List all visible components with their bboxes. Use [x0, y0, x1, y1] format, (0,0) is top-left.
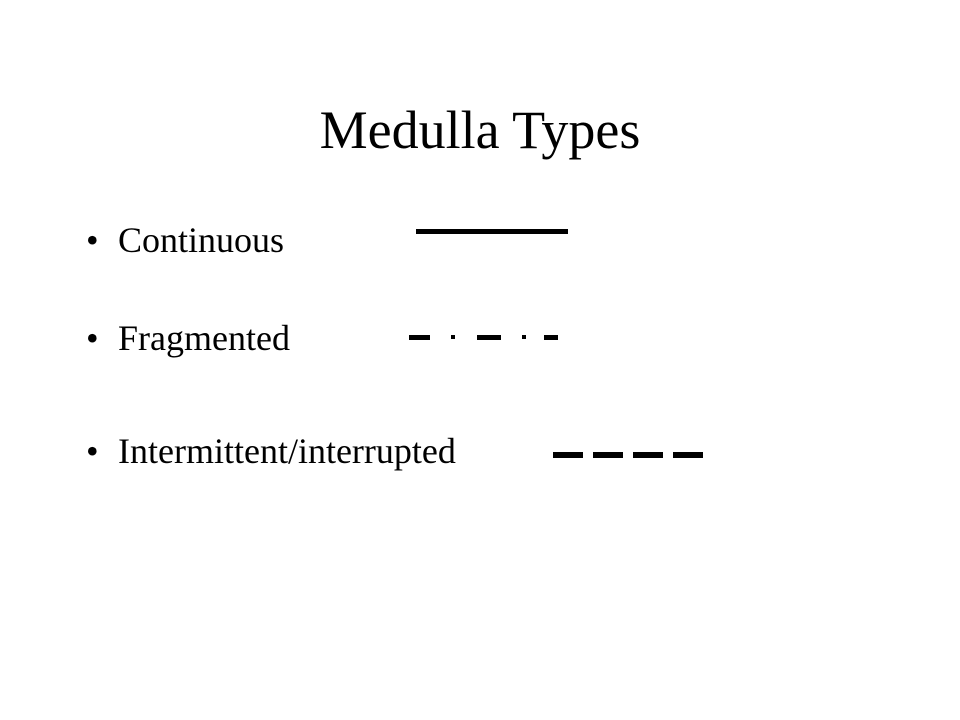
slide-title: Medulla Types [319, 100, 641, 160]
bullet-item-intermittent: • Intermittent/interrupted [86, 427, 456, 475]
fragmented-line-icon [409, 335, 558, 340]
continuous-line-icon [416, 229, 568, 234]
bullet-icon: • [86, 318, 99, 358]
bullet-label: Continuous [118, 220, 285, 260]
bullet-label: Fragmented [118, 318, 290, 358]
intermittent-line-icon [553, 452, 703, 458]
bullet-item-fragmented: • Fragmented [86, 314, 290, 362]
bullet-icon: • [86, 220, 99, 260]
bullet-icon: • [86, 431, 99, 471]
bullet-label: Intermittent/interrupted [118, 431, 456, 471]
bullet-item-continuous: • Continuous [86, 216, 284, 264]
